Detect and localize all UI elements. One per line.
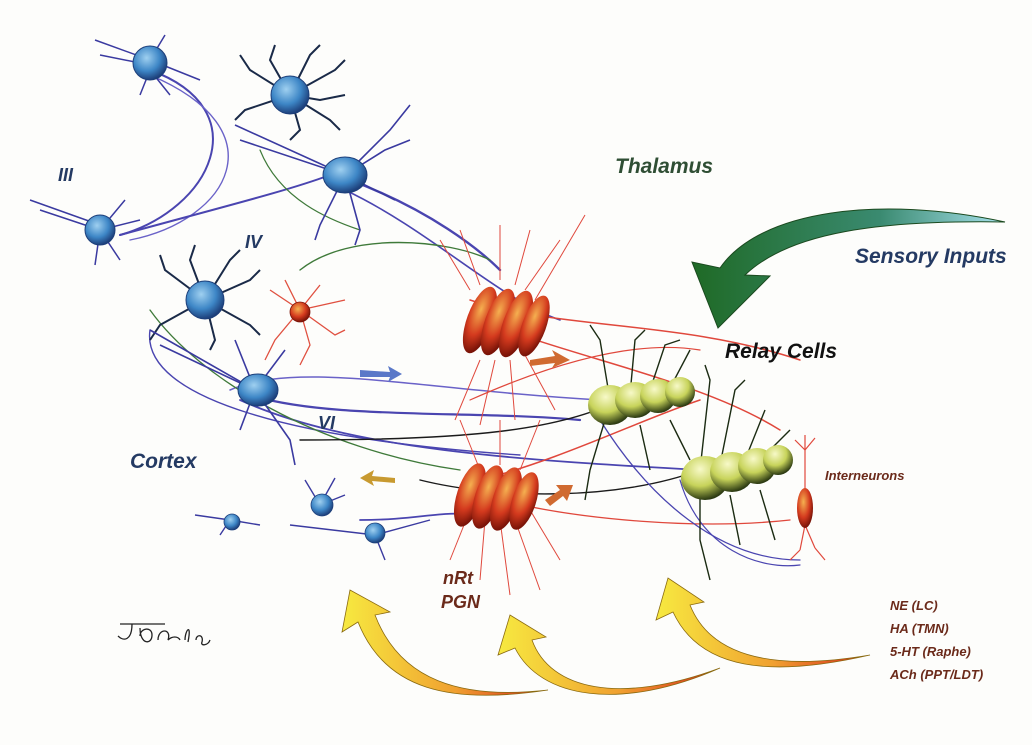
sensory-inputs-label: Sensory Inputs (855, 245, 1007, 269)
layer-iii-label: III (58, 165, 73, 186)
neuromodulator-arrows (342, 578, 870, 695)
pgn-label: PGN (441, 592, 480, 613)
legend-item-ach: ACh (PPT/LDT) (890, 663, 983, 686)
legend-item-ne: NE (LC) (890, 594, 983, 617)
signature (118, 624, 210, 645)
legend-item-5ht: 5-HT (Raphe) (890, 640, 983, 663)
layer-vi-label: VI (318, 413, 335, 434)
relay-cells-label: Relay Cells (725, 340, 837, 364)
cortex-label: Cortex (130, 450, 197, 474)
layer-iv-label: IV (245, 232, 262, 253)
nrt-cell-clusters (440, 215, 585, 595)
thalamus-label: Thalamus (615, 155, 713, 179)
legend-item-ha: HA (TMN) (890, 617, 983, 640)
nrt-label: nRt (443, 568, 473, 589)
interneurons-label: Interneurons (825, 468, 904, 483)
neuromodulator-legend: NE (LC) HA (TMN) 5-HT (Raphe) ACh (PPT/L… (890, 594, 983, 686)
thalamic-interneuron (790, 435, 825, 560)
